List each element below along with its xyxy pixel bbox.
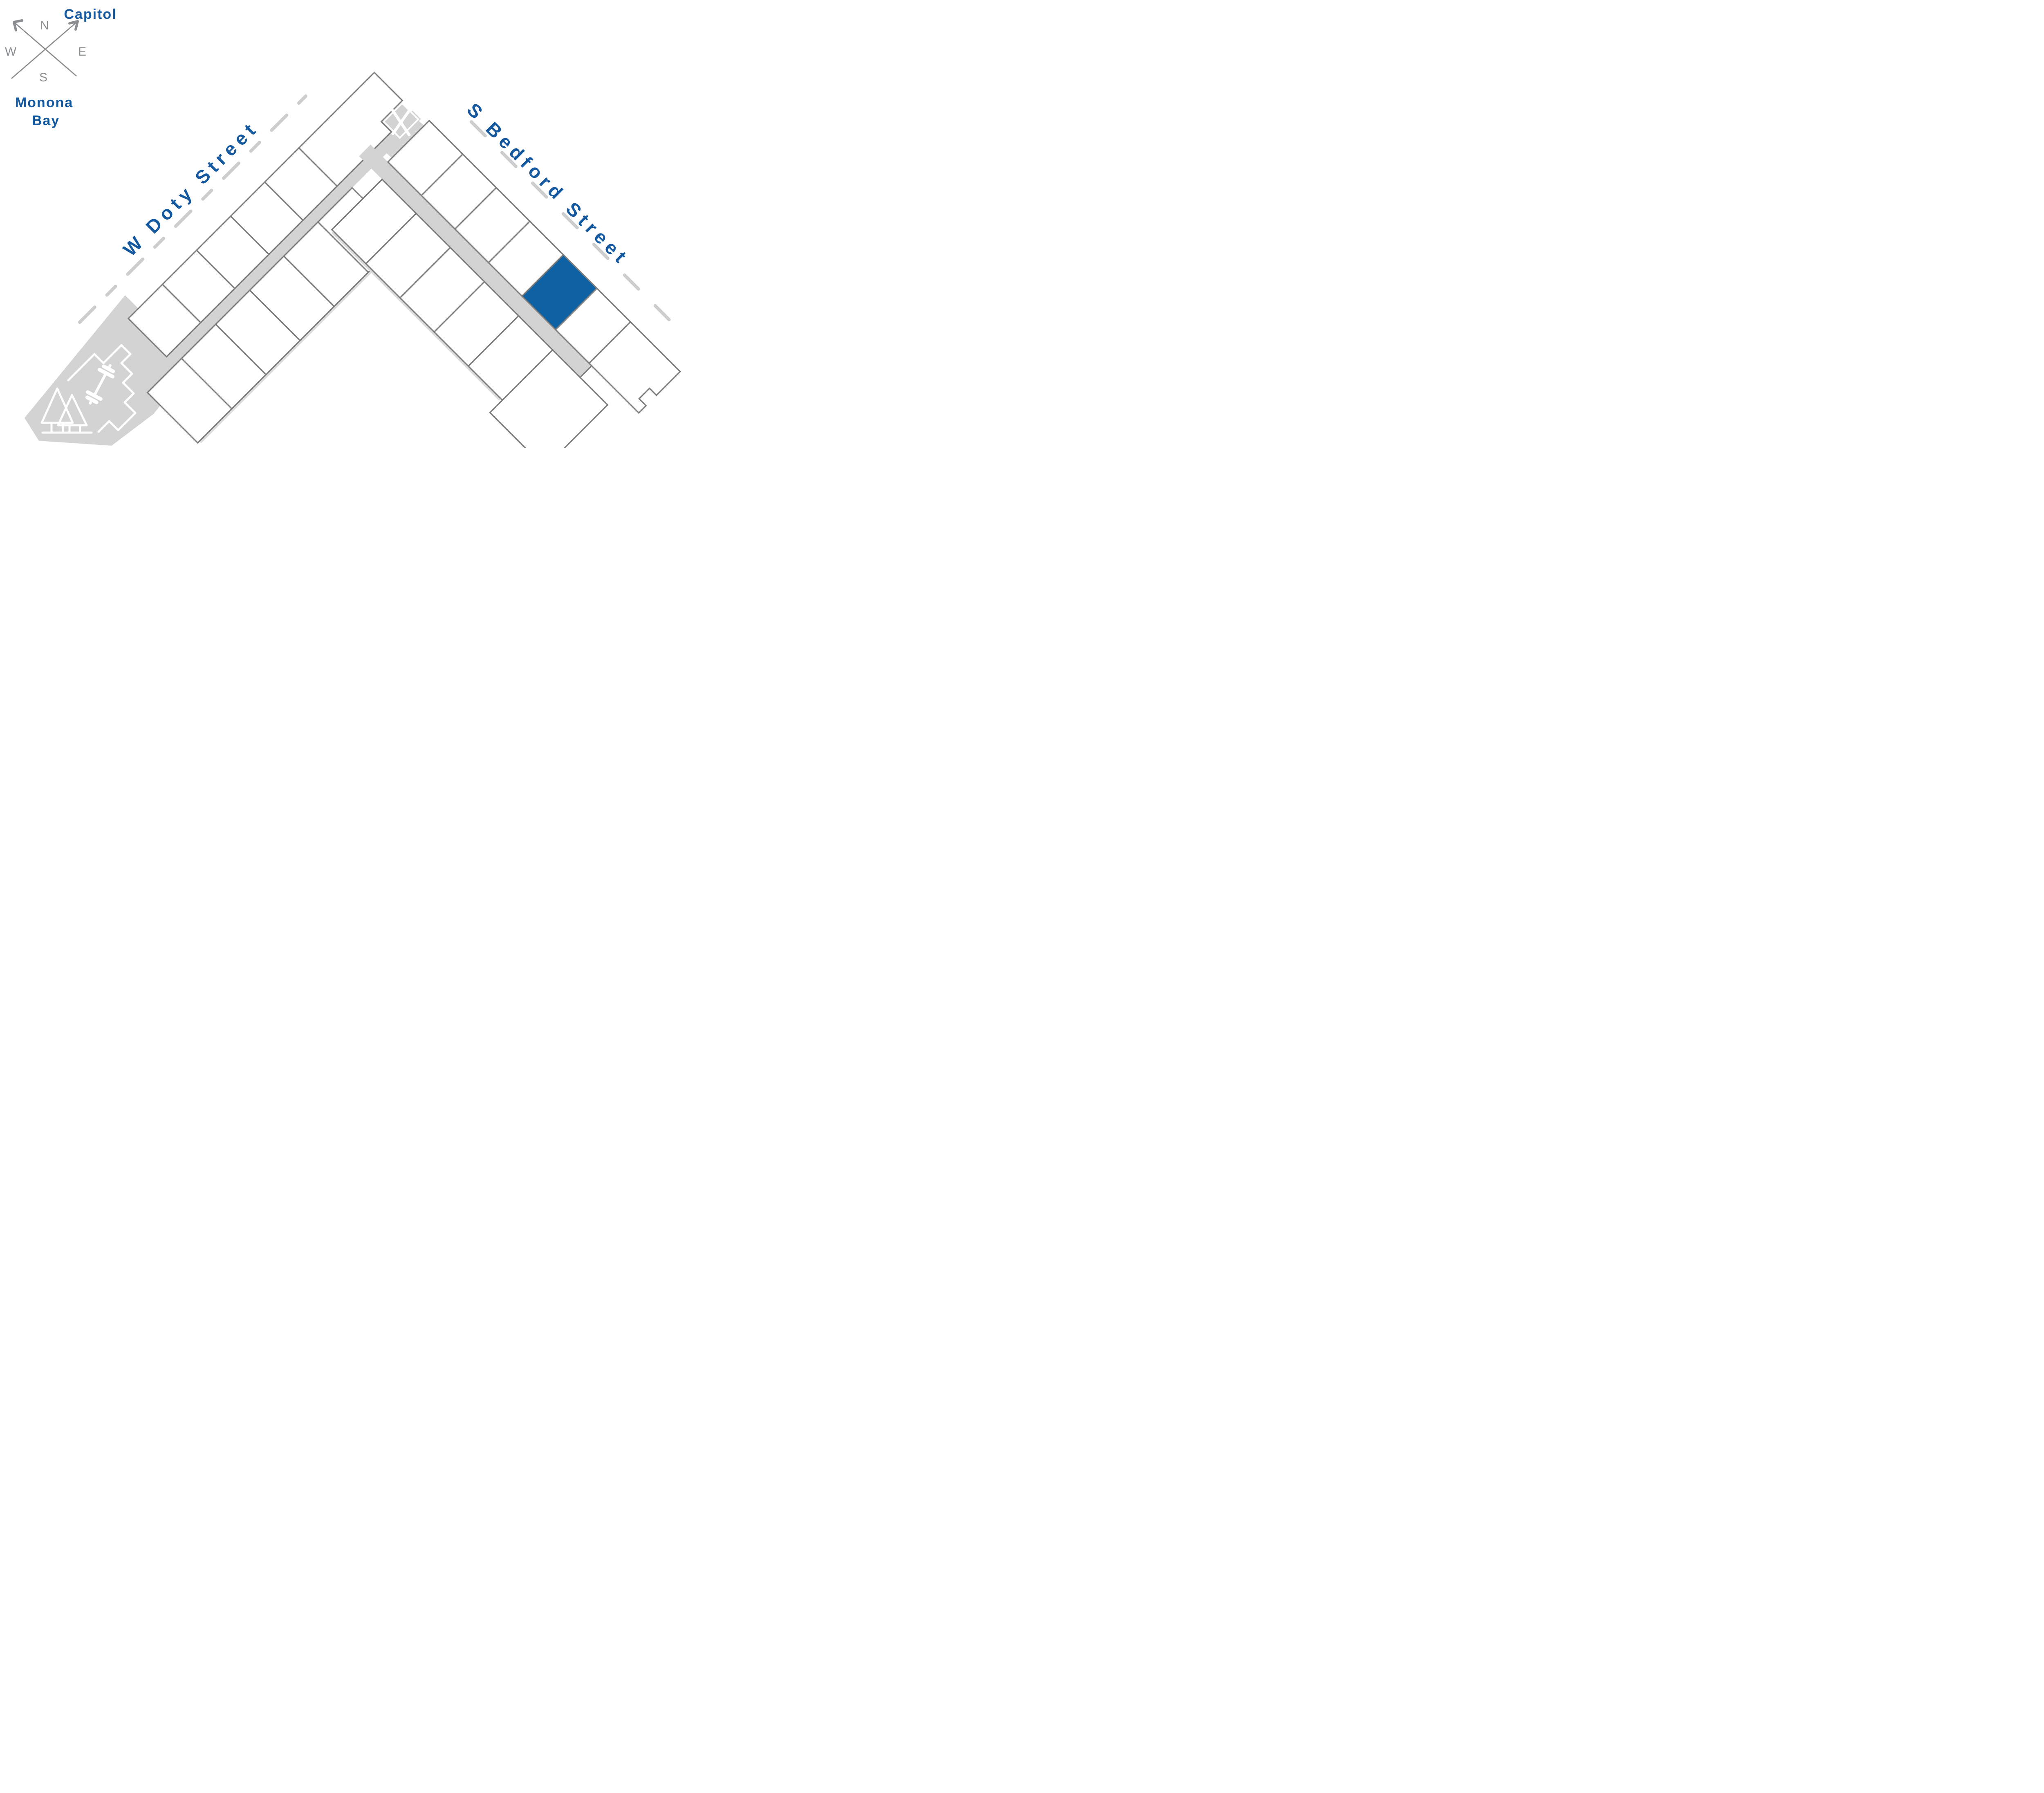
compass-arrowhead-nw [13, 19, 23, 31]
x-marker-icon [389, 105, 412, 137]
monona-bay-label-line1: Monona [15, 95, 73, 110]
bedford-alley [359, 144, 592, 377]
dumbbell-icon [85, 364, 115, 405]
park-building-outline [67, 344, 137, 433]
compass-arrowhead-ne [68, 20, 79, 31]
bedford-alley-endcap [580, 366, 592, 377]
doty-front-lot-6-apex[interactable] [298, 71, 412, 187]
bedford-shadow-line [331, 231, 501, 401]
bedford-street-centerline [470, 120, 675, 326]
monona-bay-label-line2: Bay [32, 113, 60, 128]
site-map: W Doty Street S Bedford Street N W E S C… [0, 0, 690, 448]
compass-west-label: W [5, 45, 17, 58]
bedford-front-lot-7[interactable] [588, 321, 681, 414]
bedford-inner-lot-6[interactable] [489, 349, 609, 448]
bedford-block [331, 119, 681, 448]
compass-north-label: N [40, 19, 49, 32]
compass-south-label: S [39, 71, 47, 84]
compass-east-label: E [78, 45, 86, 58]
doty-alley [161, 110, 421, 371]
doty-shadow-line [199, 239, 403, 444]
pine-trees-icon [40, 387, 93, 434]
compass: N W E S [5, 19, 86, 84]
capitol-label: Capitol [64, 7, 117, 22]
